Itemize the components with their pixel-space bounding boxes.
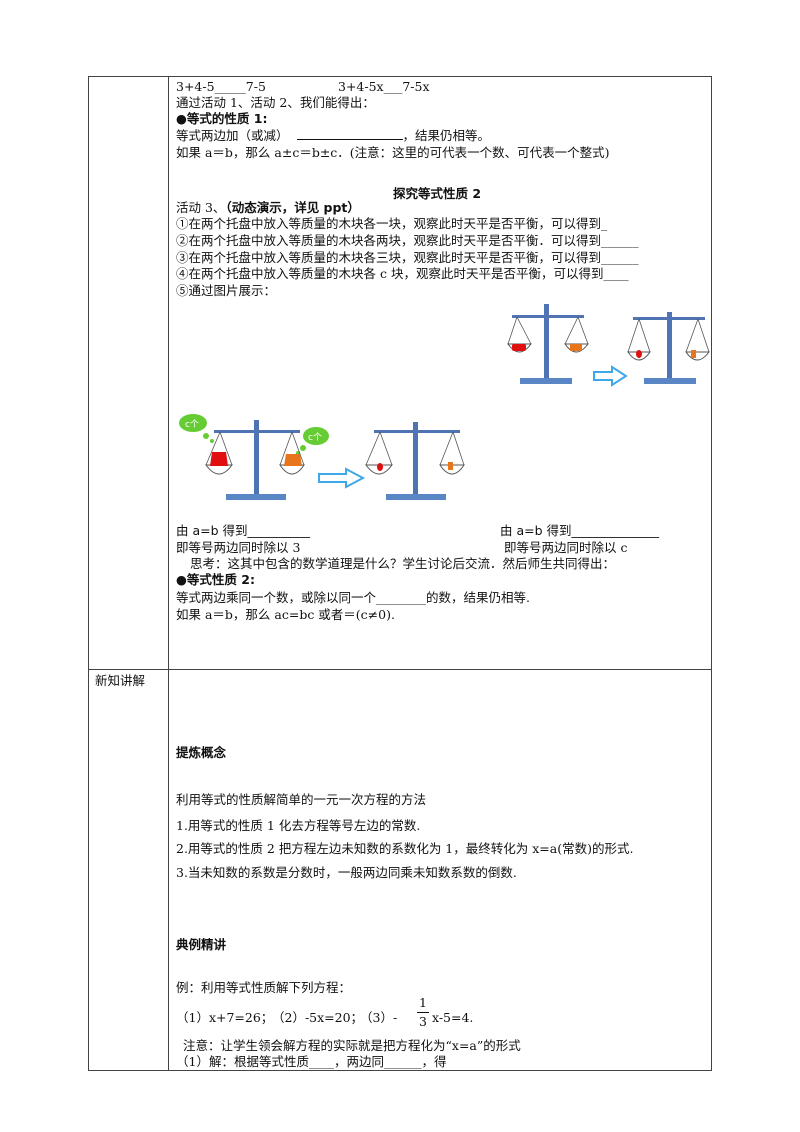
conclusion-intro: 通过活动 1、活动 2、我们能得出： <box>176 95 375 110</box>
balance-illustration-right <box>507 304 711 387</box>
solution-line: （1）解：根据等式性质____，两边同______，得 <box>176 1054 447 1069</box>
property2-statement: 等式两边乘同一个数，或除以同一个________的数，结果仍相等. <box>176 590 530 605</box>
compare-right: 3+4-5x___7-5x <box>338 79 430 94</box>
bubble-label-right: c个 <box>308 432 322 443</box>
think-prompt: 思考：这其中包含的数学道理是什么？学生讨论后交流．然后师生共同得出： <box>190 556 616 571</box>
concept-intro: 利用等式的性质解简单的一元一次方程的方法 <box>176 792 427 807</box>
lesson-table <box>88 76 712 1071</box>
explore2-title: 探究等式性质 2 <box>393 186 482 201</box>
concept-item-2: 2.用等式的性质 2 把方程左边未知数的系数化为 1，最终转化为 x=a(常数)… <box>176 841 634 856</box>
speech-bubble-right <box>303 427 329 445</box>
balance-illustration-left: c个 c个 <box>179 414 465 500</box>
example-note: 注意：让学生领会解方程的实际就是把方程化为“x=a”的形式 <box>183 1038 521 1053</box>
step-1: ①在两个托盘中放入等质量的木块各一块，观察此时天平是否平衡，可以得到_ <box>176 216 608 231</box>
equation-2: （2）-5x=20； <box>272 1010 364 1025</box>
balance-scale-upper-left <box>507 304 590 384</box>
compare-left: 3+4-5_____7-5 <box>176 79 266 94</box>
fraction-bar <box>417 1012 429 1013</box>
property1-statement: 等式两边加（或减） ，结果仍相等。 <box>176 128 490 143</box>
bubble-label-left: c个 <box>185 419 199 430</box>
example-heading: 典例精讲 <box>176 937 227 952</box>
step-2: ②在两个托盘中放入等质量的木块各两块，观察此时天平是否平衡．可以得到______ <box>176 233 639 248</box>
balance-scale-lower-left: c个 c个 <box>179 414 329 500</box>
equation-3-prefix: （3）- <box>360 1010 398 1025</box>
property1-statement-prefix: 等式两边加（或减） <box>176 128 289 143</box>
section-label: 新知讲解 <box>95 673 146 688</box>
concept-item-1: 1.用等式的性质 1 化去方程等号左边的常数. <box>176 818 421 833</box>
fraction-denominator: 3 <box>419 1014 427 1029</box>
step-4: ④在两个托盘中放入等质量的木块各 c 块，观察此时天平是否平衡，可以得到____ <box>176 266 629 281</box>
right-divide: 即等号两边同时除以 c <box>504 540 628 555</box>
blue-arrow-upper <box>593 365 628 387</box>
activity3-label: 活动 3、 <box>176 200 226 215</box>
property2-formula: 如果 a＝b，那么 ac=bc 或者＝(c≠0). <box>176 607 395 622</box>
concept-item-3: 3.当未知数的系数是分数时，一般两边同乘未知数系数的倒数. <box>176 865 517 880</box>
blue-arrow-lower <box>318 467 366 489</box>
equation-1: （1）x+7=26； <box>176 1010 274 1025</box>
equation-3-suffix: x-5=4. <box>432 1010 474 1025</box>
speech-bubble-left <box>179 414 207 432</box>
activity3-note: （动态演示，详见 ppt） <box>225 200 360 215</box>
balance-scale-lower-right <box>365 422 465 500</box>
concept-heading: 提炼概念 <box>176 745 227 760</box>
left-derive: 由 a=b 得到__________ <box>176 523 311 538</box>
example-intro: 例：利用等式性质解下列方程： <box>176 980 352 995</box>
step-3: ③在两个托盘中放入等质量的木块各三块，观察此时天平是否平衡，可以得到______ <box>176 250 639 265</box>
balance-scale-upper-right <box>627 312 711 384</box>
left-divide: 即等号两边同时除以 3 <box>176 540 301 555</box>
right-derive: 由 a=b 得到______________ <box>500 523 660 538</box>
activity3-line: 活动 3、（动态演示，详见 ppt） <box>176 200 360 215</box>
property1-heading: ●等式的性质 1: <box>176 111 268 126</box>
property1-blank <box>296 128 403 140</box>
property2-heading: ●等式性质 2: <box>176 572 255 587</box>
property1-statement-suffix: ，结果仍相等。 <box>402 128 491 143</box>
step-5: ⑤通过图片展示： <box>176 283 277 298</box>
table-row-divider <box>88 669 712 670</box>
table-column-divider <box>168 76 169 1071</box>
property1-formula: 如果 a＝b，那么 a±c＝b±c．(注意：这里的可代表一个数、可代表一个整式) <box>176 145 610 160</box>
fraction-numerator: 1 <box>419 995 427 1010</box>
